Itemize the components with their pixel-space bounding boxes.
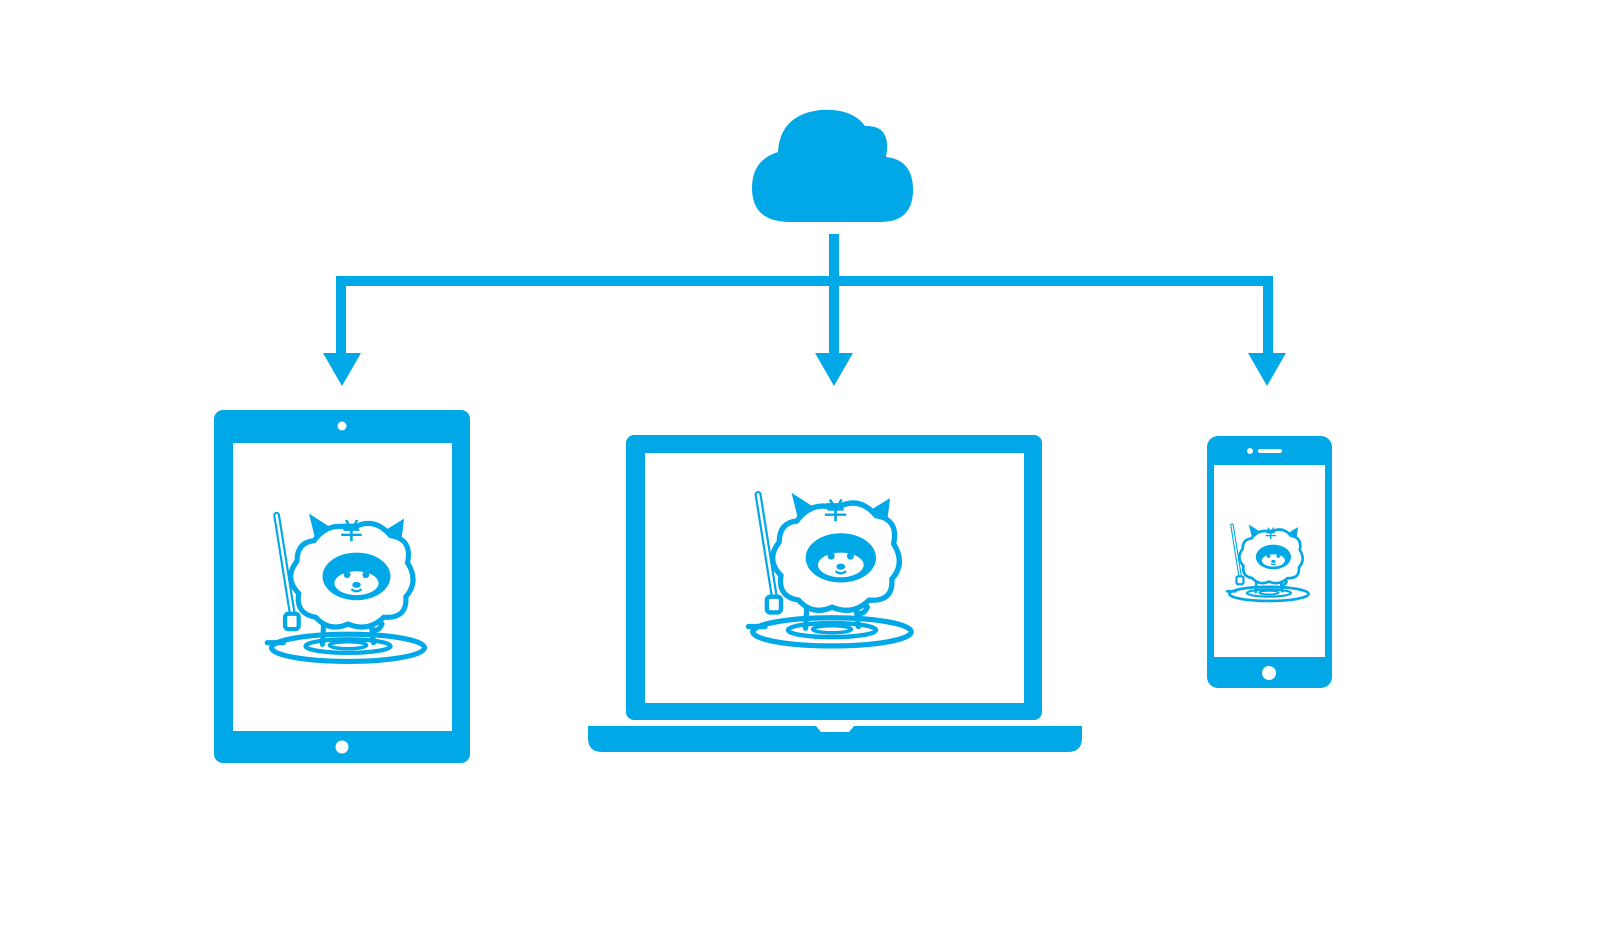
smartphone-speaker [1258, 449, 1282, 453]
tablet-icon: 羊 [214, 410, 470, 763]
connector-lines [336, 234, 1273, 360]
mascot-glyph: 羊 [340, 519, 362, 545]
laptop-icon: 羊 [588, 435, 1082, 752]
sheep-mascot-icon: 羊 [1225, 522, 1311, 603]
cloud-icon [752, 109, 913, 222]
sheep-mascot-icon: 羊 [267, 514, 424, 662]
arrow-down-icon [815, 353, 853, 386]
sheep-mascot-icon: 羊 [748, 493, 911, 646]
laptop-base [588, 726, 1082, 752]
smartphone-home-button [1262, 666, 1276, 680]
tablet-camera [337, 421, 347, 431]
tablet-home-button [335, 740, 349, 754]
mascot-glyph: 羊 [824, 498, 847, 525]
mascot-glyph: 羊 [1265, 527, 1277, 541]
arrow-down-icon [1248, 353, 1286, 386]
smartphone-camera [1247, 448, 1253, 454]
smartphone-icon: 羊 [1207, 436, 1332, 688]
arrow-down-icon [323, 353, 361, 386]
